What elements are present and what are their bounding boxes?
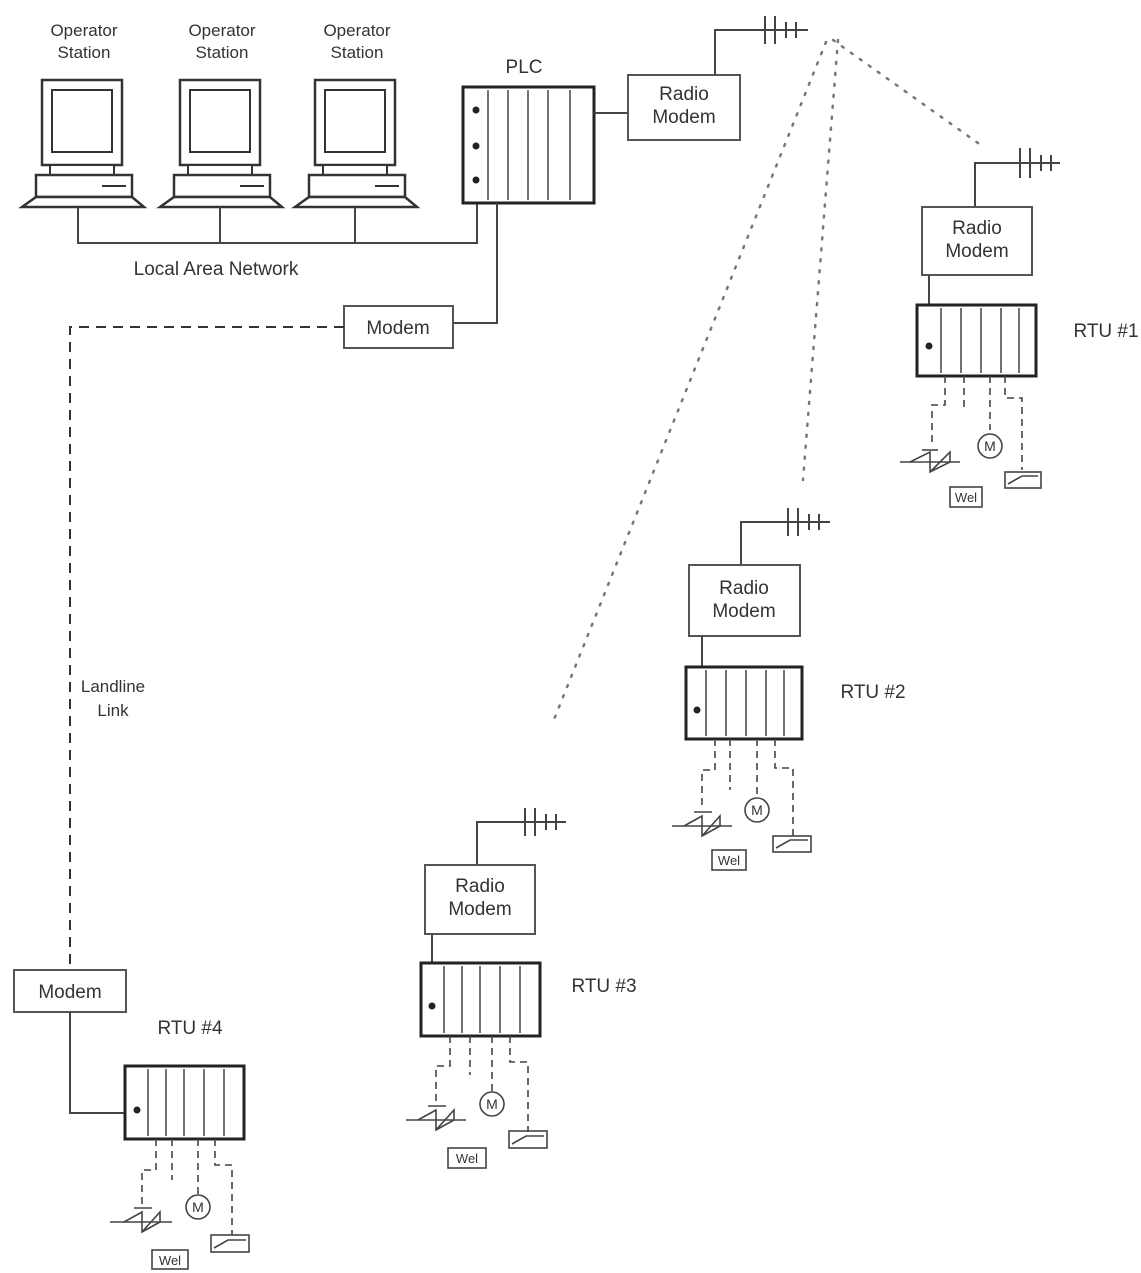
landline-link: Landline Link — [69, 326, 344, 970]
switch-icon — [772, 835, 812, 853]
operator-station-1: Operator Station — [18, 21, 148, 209]
device-tag: Wel — [456, 1151, 478, 1166]
lan-label: Local Area Network — [134, 259, 299, 280]
operator-station-3: Operator Station — [291, 21, 421, 209]
valve-icon — [900, 449, 960, 474]
motor-letter: M — [192, 1199, 204, 1215]
station-label-line1: Operator — [50, 21, 117, 40]
computer-icon — [291, 78, 421, 209]
modem-label: Modem — [38, 982, 101, 1003]
radio-modem-line2: Modem — [652, 107, 715, 128]
radio-modem-line1: Radio — [719, 578, 769, 599]
switch-icon — [1004, 471, 1042, 489]
radio-modem-line2: Modem — [712, 601, 775, 622]
radio-modem-line1: Radio — [659, 84, 709, 105]
landline-label-line2: Link — [97, 701, 129, 720]
rtu-2: Radio Modem RTU #2 M Wel — [672, 508, 906, 871]
motor-icon: M — [479, 1091, 505, 1117]
rtu-label: RTU #2 — [840, 682, 905, 703]
rtu-1: Radio Modem RTU #1 M Wel — [900, 148, 1139, 508]
rtu-4: Modem RTU #4 M Wel — [13, 969, 250, 1270]
valve-icon — [110, 1207, 172, 1234]
radio-links — [551, 38, 987, 724]
station-label-line2: Station — [58, 43, 111, 62]
motor-icon: M — [744, 797, 770, 823]
radio-modem-line2: Modem — [945, 241, 1008, 262]
station-label-line2: Station — [196, 43, 249, 62]
antenna-icon — [740, 508, 830, 565]
plc-label: PLC — [506, 57, 543, 78]
motor-letter: M — [751, 802, 763, 818]
motor-letter: M — [984, 438, 996, 454]
motor-icon: M — [977, 433, 1003, 459]
radio-modem-line1: Radio — [455, 876, 505, 897]
device-tag: Wel — [955, 490, 977, 505]
local-area-network: Local Area Network — [77, 203, 478, 280]
computer-icon — [18, 78, 148, 209]
rtu-3: Radio Modem RTU #3 M Wel — [406, 808, 637, 1169]
station-label-line2: Station — [331, 43, 384, 62]
computer-icon — [156, 78, 286, 209]
antenna-icon — [476, 808, 566, 865]
radio-modem-line1: Radio — [952, 218, 1002, 239]
switch-icon — [508, 1130, 548, 1149]
landline-label-line1: Landline — [81, 677, 145, 696]
plc: PLC — [453, 57, 596, 324]
radio-modem-line2: Modem — [448, 899, 511, 920]
rtu-label: RTU #1 — [1073, 321, 1138, 342]
central-modem: Modem — [343, 305, 454, 349]
rtu-label: RTU #4 — [157, 1018, 223, 1039]
device-tag: Wel — [718, 853, 740, 868]
central-radio-modem: Radio Modem — [594, 74, 741, 141]
motor-letter: M — [486, 1096, 498, 1112]
rtu-label: RTU #3 — [571, 976, 636, 997]
station-label-line1: Operator — [188, 21, 255, 40]
valve-icon — [406, 1105, 466, 1132]
antenna-icon — [974, 148, 1060, 207]
valve-icon — [672, 811, 732, 838]
switch-icon — [210, 1234, 250, 1253]
modem-label: Modem — [366, 318, 429, 339]
device-tag: Wel — [159, 1253, 181, 1268]
antenna-icon — [714, 16, 808, 75]
operator-station-2: Operator Station — [156, 21, 286, 209]
motor-icon: M — [185, 1194, 211, 1220]
station-label-line1: Operator — [323, 21, 390, 40]
